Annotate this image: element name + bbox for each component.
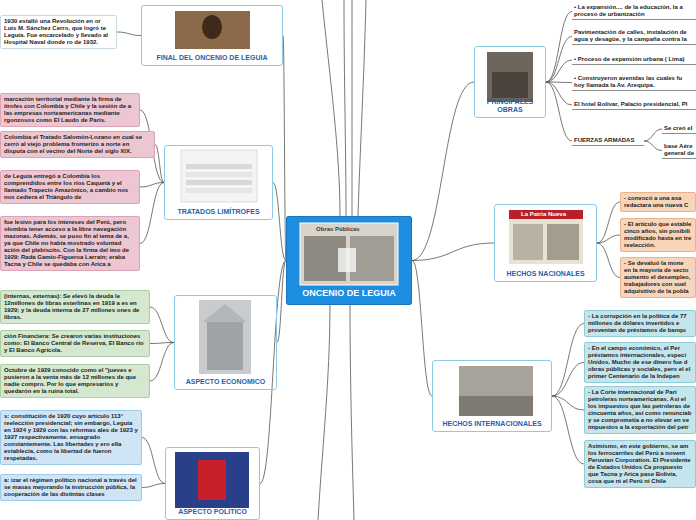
node-text: 1930 estalló una Revolución en or Luis M… (4, 18, 113, 46)
branch-line (546, 37, 572, 83)
subtopic: El hotel Bolívar, Palacio presidencial, … (572, 100, 696, 110)
node-text: HECHOS INTERNACIONALES (442, 420, 541, 428)
note-box: marcación territorial mediante la firma … (0, 93, 140, 127)
branch-line (142, 438, 165, 484)
branch-line (150, 343, 174, 382)
node-text: FINAL DEL ONCENIO DE LEGUIA (157, 54, 268, 62)
node-text: Pavimentación de calles, instalación de … (574, 29, 694, 43)
photo-caption: La Patria Nueva (521, 211, 566, 217)
branch-line (597, 202, 620, 243)
node-text: (internas, externas): Se elevó la deuda … (4, 293, 146, 321)
branch-line (140, 183, 164, 244)
branch-line (273, 183, 286, 261)
note-box: fue lesivo para los intereses del Perú, … (0, 216, 140, 271)
branch-line (546, 82, 572, 105)
branch-line (155, 145, 164, 183)
subtopic: • La expansión.... de la educación, la a… (572, 3, 696, 20)
node-text: a: izar el régimen político nacional a t… (4, 477, 138, 498)
branch-line (150, 343, 174, 344)
branch-line (552, 396, 584, 464)
node-text: • Proceso de expansión urbana ( Lima) (574, 56, 694, 63)
node-text: ONCENIO DE LEGUIA (302, 288, 396, 298)
node-text: - convocó a una asa redactara una nueva … (624, 195, 692, 209)
note-box: Asimismo, en este gobierno, se am los fe… (584, 440, 696, 488)
node-text: • La expansión.... de la educación, la a… (574, 4, 694, 18)
node-text: - En el campo económico, el Per préstamo… (588, 345, 692, 380)
node-text: FUERZAS ARMADAS (574, 137, 642, 144)
note-box: Octubre de 1929 conocido como el "jueves… (0, 364, 150, 398)
branch-line (546, 60, 572, 82)
node-text: - El artículo que estable cinco años, si… (624, 221, 692, 249)
node-text: - La corrupción en la política de 77 mil… (588, 313, 692, 334)
node-text: base Aére general de (664, 143, 694, 157)
subtopic: Se creó el (662, 124, 696, 134)
note-box: - En el campo económico, el Per préstamo… (584, 342, 696, 383)
branch-line (546, 82, 572, 141)
branch-line (412, 82, 474, 261)
node-text: ASPECTO POLITICO (178, 508, 247, 516)
play-mark (338, 248, 356, 272)
node-text: • Construyeron avenidas las cuales fu ho… (574, 75, 694, 89)
node-text: HECHOS NACIONALES (506, 270, 584, 278)
note-box: - Se devaluó la mone en la mayoría de se… (620, 257, 696, 298)
note-box: Colombia el Tratado Salomón-Lozano en cu… (0, 131, 155, 158)
branch-line (552, 363, 584, 397)
node-text: PRINCIPALES OBRAS (475, 98, 545, 114)
branch-line (546, 12, 572, 83)
photo-part (350, 236, 394, 281)
note-box: - La Corte internacional de Parí petrole… (584, 386, 696, 434)
node-text: ción Financiera: Se crearon varias insti… (4, 333, 146, 354)
node-text: ASPECTO ECONOMICO (186, 378, 266, 386)
branch-topic: TRATADOS LIMÍTROFES (164, 145, 273, 220)
node-text: fue lesivo para los intereses del Perú, … (4, 219, 136, 268)
branch-photos (141, 5, 597, 520)
node-text: - La Corte internacional de Parí petrole… (588, 389, 692, 431)
note-box: - El artículo que estable cinco años, si… (620, 218, 696, 252)
photo-caption: Obras Públicas (316, 226, 360, 232)
subtopic: base Aére general de (662, 142, 696, 159)
subtopic: FUERZAS ARMADAS (572, 136, 644, 146)
branch-line (644, 129, 662, 141)
branch-line (597, 235, 620, 243)
branch-line (142, 484, 165, 488)
branch-topic: ASPECTO POLITICO (165, 447, 260, 520)
branch-topic: HECHOS INTERNACIONALES (432, 360, 552, 432)
node-text: - Se devaluó la mone en la mayoría de se… (624, 260, 692, 295)
branch-line (412, 243, 494, 261)
branch-line (150, 307, 174, 343)
branch-line (597, 243, 620, 278)
subtopic: Pavimentación de calles, instalación de … (572, 28, 696, 45)
note-box: ción Financiera: Se crearon varias insti… (0, 330, 150, 357)
branch-topic: ASPECTO ECONOMICO (174, 295, 277, 390)
node-text: Se creó el (664, 125, 694, 132)
branch-topic: FINAL DEL ONCENIO DE LEGUIA (141, 5, 283, 66)
branch-line (260, 261, 286, 484)
note-box: s: constitución de 1920 cuyo artículo 11… (0, 410, 142, 465)
node-text: Octubre de 1929 conocido como el "jueves… (4, 367, 146, 395)
node-text: El hotel Bolívar, Palacio presidencial, … (574, 101, 694, 108)
note-box: - convocó a una asa redactara una nueva … (620, 192, 696, 212)
node-text: de Leguía entregó a Colombia los compren… (4, 173, 136, 201)
node-text: s: constitución de 1920 cuyo artículo 11… (4, 413, 138, 462)
branch-topic: PRINCIPALES OBRAS (474, 46, 546, 118)
node-text: Asimismo, en este gobierno, se am los fe… (588, 443, 692, 485)
branch-line (644, 141, 662, 151)
note-box: a: izar el régimen político nacional a t… (0, 474, 142, 501)
center-photo (300, 223, 398, 285)
note-box: - La corrupción en la política de 77 mil… (584, 310, 696, 337)
center-fill (286, 216, 412, 305)
subtopic: • Construyeron avenidas las cuales fu ho… (572, 74, 696, 91)
branch-line (552, 324, 584, 397)
note-box: 1930 estalló una Revolución en or Luis M… (0, 15, 117, 49)
note-box: de Leguía entregó a Colombia los compren… (0, 170, 140, 204)
node-text: TRATADOS LIMÍTROFES (177, 208, 259, 216)
branch-line (117, 32, 141, 36)
node-text: Colombia el Tratado Salomón-Lozano en cu… (4, 134, 151, 155)
branch-line (412, 261, 432, 397)
node-text: marcación territorial mediante la firma … (4, 96, 136, 124)
subtopic: • Proceso de expansión urbana ( Lima) (572, 55, 696, 65)
note-box: (internas, externas): Se elevó la deuda … (0, 290, 150, 324)
